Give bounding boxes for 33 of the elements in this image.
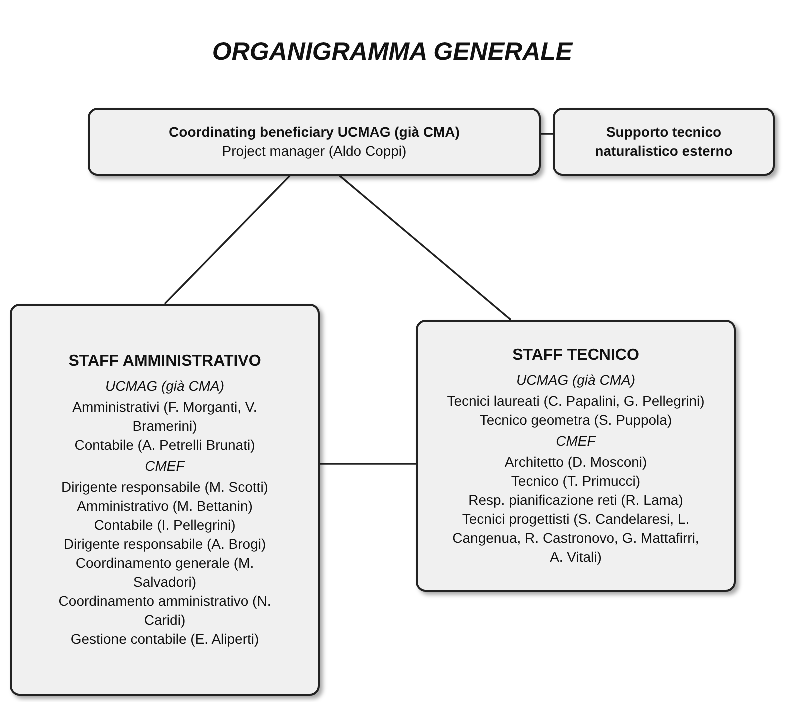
box-heading: Coordinating beneficiary UCMAG (già CMA) bbox=[169, 123, 460, 142]
box-heading: STAFF AMMINISTRATIVO bbox=[68, 352, 262, 370]
box-heading: STAFF TECNICO bbox=[512, 346, 640, 364]
role-text: Coordinamento generale (M. Salvadori) bbox=[74, 554, 256, 592]
org-box bbox=[553, 108, 775, 176]
role-text: Tecnici laureati (C. Papalini, G. Pellegrini) bbox=[447, 392, 705, 410]
connector-line bbox=[320, 463, 416, 465]
group-heading: UCMAG (già CMA) bbox=[105, 376, 224, 396]
role-text: Dirigente responsabile (A. Brogi) bbox=[64, 534, 266, 554]
role-text: Project manager (Aldo Coppi) bbox=[222, 142, 407, 161]
connector-line bbox=[541, 133, 553, 135]
box-heading: Supporto tecnico naturalistico esterno bbox=[594, 123, 734, 161]
group-heading: UCMAG (già CMA) bbox=[516, 370, 636, 390]
connector-line bbox=[164, 175, 291, 305]
role-text: Dirigente responsabile (M. Scotti) bbox=[62, 478, 268, 496]
role-text: Contabile (A. Petrelli Brunati) bbox=[74, 436, 256, 454]
role-text: Amministrativi (F. Morganti, V. Bramerini) bbox=[72, 398, 258, 436]
group-heading: CMEF bbox=[556, 432, 596, 450]
role-text: Resp. pianificazione reti (R. Lama) bbox=[468, 490, 684, 510]
org-box bbox=[416, 320, 736, 592]
group-heading: CMEF bbox=[145, 456, 185, 476]
connector-line bbox=[339, 175, 512, 321]
role-text: Tecnico (T. Primucci) bbox=[511, 472, 641, 490]
org-box bbox=[88, 108, 541, 176]
role-text: Gestione contabile (E. Aliperti) bbox=[70, 630, 260, 648]
diagram-title: ORGANIGRAMMA GENERALE bbox=[211, 38, 574, 67]
role-text: Coordinamento amministrativo (N. Caridi) bbox=[58, 592, 272, 630]
role-text: Amministrativo (M. Bettanin) bbox=[77, 496, 253, 516]
role-text: Tecnici progettisti (S. Candelaresi, L. Cangenua, R. Castronovo, G. Mattafirri, A. Vitali) bbox=[452, 510, 700, 566]
role-text: Tecnico geometra (S. Puppola) bbox=[480, 410, 672, 430]
org-box bbox=[10, 304, 320, 696]
role-text: Contabile (I. Pellegrini) bbox=[94, 516, 236, 534]
role-text: Architetto (D. Mosconi) bbox=[504, 452, 648, 472]
